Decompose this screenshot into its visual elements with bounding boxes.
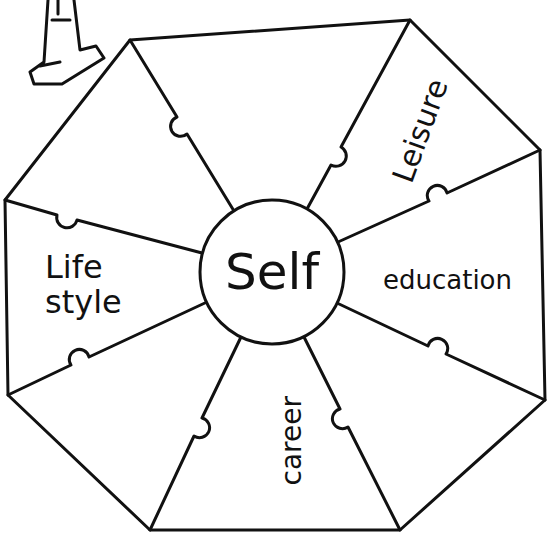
puzzle-spoke: [150, 337, 241, 530]
puzzle-spoke: [307, 20, 410, 209]
octagon-outline: [5, 20, 545, 530]
puzzle-spoke: [304, 337, 400, 530]
segment-label: career: [277, 396, 308, 486]
puzzle-spoke: [337, 303, 545, 400]
boot-sketch: [30, 0, 104, 84]
puzzle-segment: Leisure: [381, 69, 459, 192]
segment-label: Life style: [45, 250, 155, 320]
center-label: Self: [225, 245, 319, 300]
segment-label: education: [383, 266, 513, 295]
center-circle: Self: [197, 197, 347, 347]
puzzle-segment: career: [273, 392, 312, 490]
puzzle-spoke: [130, 40, 234, 211]
puzzle-spoke: [5, 200, 202, 253]
segment-label: Leisure: [386, 74, 454, 187]
puzzle-segment: education: [379, 262, 517, 299]
puzzle-segment: Life style: [41, 246, 159, 325]
puzzle-spoke: [338, 150, 540, 242]
